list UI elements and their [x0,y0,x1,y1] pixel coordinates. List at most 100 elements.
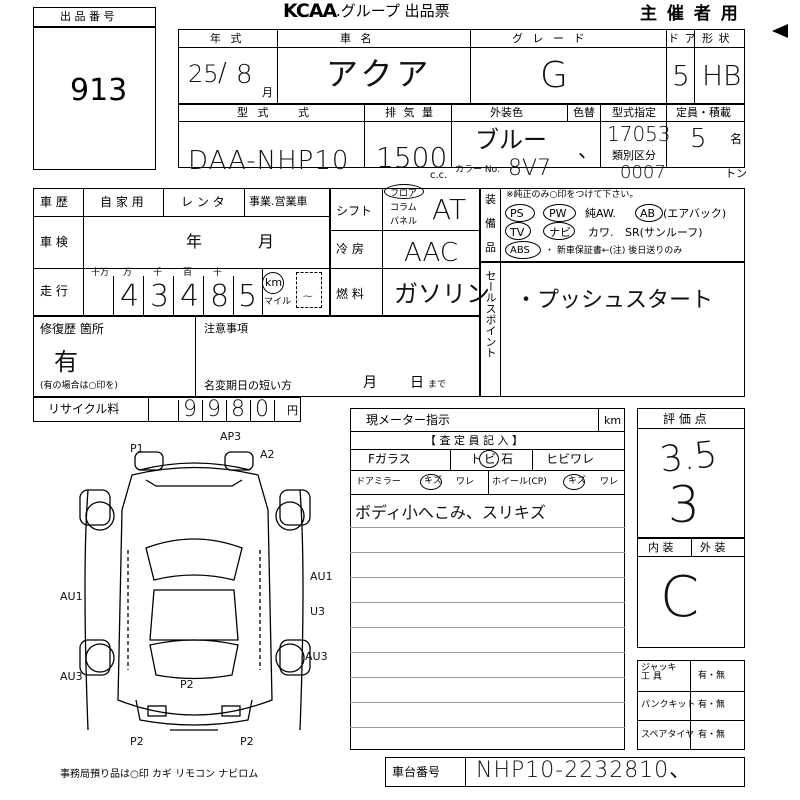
digit-label-1k: 千 [153,268,163,278]
chassis-label: 車台番号 [392,765,441,779]
sales-point-box [480,262,745,397]
mileage-digit-4: 8 [210,279,230,314]
cc-unit: c.c. [430,170,448,181]
repair-label: 修復歴 箇所 [40,322,104,336]
shift-floor-circle [384,184,424,199]
equip-sr[interactable]: SR(サンルーフ) [625,226,703,239]
color-no-label: カラー No. [455,165,500,175]
displacement-label: 排 気 量 [385,106,435,119]
door-mirror: ドアミラー [356,477,401,487]
fuel-value: ガソリン [394,280,490,308]
interior-label: 内 装 [648,541,674,554]
tools-box [637,660,745,750]
history-label: 車 歴 [40,195,68,209]
month-value: 8 [236,60,253,90]
corner-mark [772,24,788,38]
ac-label: 冷 房 [336,242,364,256]
repair-note: (有の場合は○印を) [40,381,118,391]
equipment-label-3: 品 [485,241,496,254]
history-rental[interactable]: レ ン タ [181,195,225,209]
recycle-digit-1: 9 [183,397,197,422]
inspection-year: 年 [186,232,203,251]
mark-au1-right: AU1 [310,570,333,583]
puncture-value[interactable]: 有・無 [698,700,726,710]
inspection-label: 車 検 [40,235,68,249]
km-circle [262,272,284,294]
history-table [33,188,330,316]
equip-leather[interactable]: カワ. [588,226,614,239]
equipment-label-2: 備 [485,217,496,230]
crack-label: ヒビワレ [546,452,595,466]
deadline-month: 月 [363,375,377,391]
history-private[interactable]: 自 家 用 [100,195,144,209]
jack-value[interactable]: 有・無 [698,671,726,681]
seats-unit: 名 [730,132,743,146]
recycle-digit-2: 9 [207,397,221,422]
recycle-box [33,397,301,422]
brand-logo: KCAA [283,0,337,22]
repair-box [33,316,480,397]
evaluation-label: 評 価 点 [663,412,707,426]
shift-label: シフト [336,204,373,218]
color-change-value: 、 [578,138,598,162]
chassis-value: NHP10-2232810、 [476,758,693,783]
equip-warranty: ・ 新車保証書←(注) 後日送りのみ [545,246,683,256]
capacity-label: 定員・積載 [676,106,731,119]
fuel-label: 燃 料 [336,287,364,301]
km-unit: km [265,276,283,289]
mark-p2-mid: P2 [180,678,194,691]
recycle-label: リサイクル料 [48,402,120,416]
lot-label: 出 品 番 号 [60,10,115,23]
year-value: 25 [188,60,219,88]
digit-label-10k: 万 [123,268,133,278]
mark-p2-right: P2 [240,735,254,748]
digit-label-100k: 十万 [91,268,110,278]
lot-number: 913 [70,73,128,108]
digit-label-10: 十 [213,268,223,278]
type-designation-value: 17053 [607,122,671,146]
meter-label: 現メーター指示 [366,413,451,427]
shift-column[interactable]: コラム [390,203,417,213]
sales-point-label: セールスポイント [484,270,497,358]
shift-value: AT [432,193,467,226]
stone-suffix: 石 [501,452,514,466]
exterior-color-label: 外装色 [490,106,523,119]
history-business[interactable]: 事業.営業車 [249,195,308,208]
vehicle-info-table [178,29,745,168]
mark-a2: A2 [260,448,275,461]
car-name-value: アクア [326,55,433,93]
mileage-digit-5: 5 [238,279,258,314]
slash: / [218,58,227,88]
score-strike: 3.5 [657,434,720,481]
recycle-digit-4: 0 [255,397,269,422]
mark-p2-left: P2 [130,735,144,748]
jack-label: ジャッキ 工 具 [641,663,677,682]
shape-value: HB [702,59,742,92]
glass-label: Fガラス [368,452,411,466]
shift-panel[interactable]: パネル [390,217,418,227]
doors-value: 5 [672,59,690,92]
load-unit: トン [725,167,747,180]
equip-aw[interactable]: 純AW. [585,207,617,220]
mileage-digit-3: 4 [180,279,200,314]
footer-text: 事務局預り品は○印 カギ リモコン ナビロム [60,769,259,780]
mile-box [296,272,322,308]
mark-u3-right: U3 [310,605,325,618]
equipment-note: ※純正のみ○印をつけて下さい。 [506,190,639,200]
mirror-crack: ワレ [456,477,475,487]
deadline-label: 名変期日の短い方 [204,379,292,392]
mileage-digit-2: 3 [150,279,170,314]
displacement-value: 1500 [376,141,448,174]
mileage-label: 走 行 [40,284,68,298]
puncture-label: パンクキット [641,700,696,710]
recycle-unit: 円 [287,404,298,417]
mile-mark: ~ [302,289,314,305]
evaluation-box [637,408,745,538]
spare-value[interactable]: 有・無 [698,730,726,740]
mileage-digit-1: 4 [120,279,140,314]
grade-label: グ レ ー ド [512,32,588,45]
ac-value: AAC [404,238,458,268]
color-change-label: 色替 [573,106,595,119]
spare-label: スペアタイヤ [641,730,695,740]
equipment-box [480,188,745,262]
